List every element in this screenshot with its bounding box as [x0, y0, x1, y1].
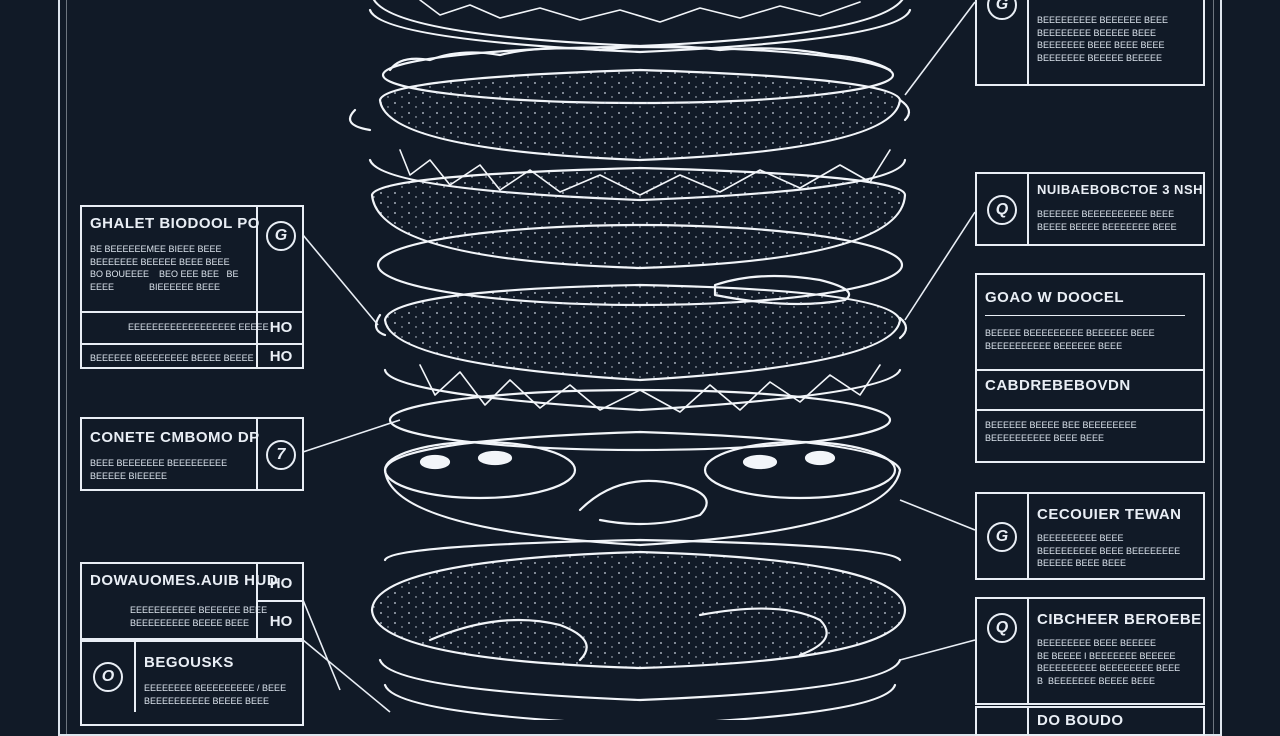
callout-body: BEEEEEE BEEEE BEE BEEEEEEEE BEEEEEEEEEE …: [985, 420, 1137, 443]
bun-layer-1: [348, 68, 911, 162]
callout-row-label: BEEEEEE BEEEEEEEE BEEEE BEEEE: [90, 353, 254, 363]
step-number-icon: G: [987, 522, 1017, 552]
callout-row-value: HO: [256, 343, 304, 369]
callout-body: BEEEEEE BEEEEEEEEEE BEEE BEEEE BEEEE BEE…: [1037, 209, 1177, 232]
title-underline: [985, 315, 1185, 316]
step-number-icon: G: [987, 0, 1017, 20]
callout-title: GOAO W DOOCEL: [985, 289, 1124, 306]
callout-body: EEEEEEEEEEE BEEEEEE BEEE BEEEEEEEEE BEEE…: [130, 605, 268, 628]
callout-row-divider: [977, 409, 1203, 411]
callout-value-cell: HO: [256, 602, 304, 640]
callout-body: BEEE BEEEEEEE BEEEEEEEEE BEEEEE BIEEEEE: [90, 458, 228, 481]
callout-box-right-2: Q NUIBAEBOBCTOE 3 NSH BEEEEEE BEEEEEEEEE…: [975, 172, 1205, 246]
callout-badge-cell: 7: [256, 419, 304, 491]
callout-badge-cell: Q: [977, 174, 1029, 246]
callout-body: BEEEEEEEEE BEEEEEE BEEE BEEEEEEEE BEEEEE…: [1037, 15, 1169, 63]
callout-row-divider: [82, 343, 302, 345]
callout-title: CONETE CMBOMO DP: [90, 429, 260, 446]
patty-layer-1: [370, 166, 907, 270]
callout-box-right-4: G CECOUIER TEWAN BEEEEEEEEE BEEE BEEEEEE…: [975, 492, 1205, 580]
leader-lines: [302, 1, 976, 713]
callout-badge-cell: Q: [977, 599, 1029, 705]
callout-title: DO BOUDO: [1037, 712, 1124, 729]
callout-badge-cell: G: [256, 207, 304, 311]
callout-title: CIBCHEER BEROEBE: [1037, 611, 1202, 628]
callout-row-divider: [82, 311, 302, 313]
callout-row-value: HO: [256, 311, 304, 343]
callout-box-right-1: G BEEEEEEEEE BEEEEEE BEEE BEEEEEEEE BEEE…: [975, 0, 1205, 86]
callout-box-left-3: DOWAUOMES.AUIB HUD HO EEEEEEEEEEE BEEEEE…: [80, 562, 304, 640]
callout-badge-cell: G: [977, 494, 1029, 580]
callout-box-left-1: GHALET BIODOOL PO G BE BEEEEEEMEE BIEEE …: [80, 205, 304, 369]
step-number-icon: O: [93, 662, 123, 692]
callout-badge-cell: [977, 708, 1029, 736]
callout-box-right-3: GOAO W DOOCEL BEEEEE BEEEEEEEEE BEEEEEE …: [975, 273, 1205, 463]
callout-title: DOWAUOMES.AUIB HUD: [90, 572, 279, 589]
callout-badge-cell: G: [977, 0, 1029, 86]
callout-title: CECOUIER TEWAN: [1037, 506, 1182, 523]
step-number-icon: G: [266, 221, 296, 251]
callout-row-divider: [977, 369, 1203, 371]
callout-row-label: EEEEEEEEEEEEEEEEEE EEEEE: [128, 322, 269, 332]
exploded-burger-illustration: [302, 0, 976, 720]
callout-title: BEGOUSKS: [144, 654, 234, 671]
callout-value-cell: HO: [256, 564, 304, 602]
callout-box-left-2: CONETE CMBOMO DP BEEE BEEEEEEE BEEEEEEEE…: [80, 417, 304, 491]
callout-box-left-4: O BEGOUSKS EEEEEEEE BEEEEEEEEE / BEEE BE…: [80, 640, 304, 726]
lettuce-layer-3: [383, 364, 902, 452]
patty-layer-2: [374, 283, 908, 382]
callout-body: EEEEEEEE BEEEEEEEEE / BEEE BEEEEEEEEEE B…: [144, 683, 287, 706]
step-number-icon: 7: [266, 440, 296, 470]
callout-row-divider: [256, 600, 302, 602]
callout-body: BE BEEEEEEMEE BIEEE BEEE BEEEEEEE BEEEEE…: [90, 244, 239, 292]
tomato-layer: [383, 430, 902, 547]
step-number-icon: Q: [987, 195, 1017, 225]
callout-title: GHALET BIODOOL PO: [90, 215, 260, 232]
callout-body: BEEEEE BEEEEEEEEE BEEEEEE BEEE BEEEEEEEE…: [985, 328, 1155, 351]
callout-body: BEEEEEEEEE BEEE BEEEEEEEEE BEEE BEEEEEEE…: [1037, 533, 1181, 568]
bottom-bun: [370, 538, 907, 720]
callout-title: NUIBAEBOBCTOE 3 NSH: [1037, 182, 1204, 197]
callout-badge-cell: O: [82, 642, 136, 712]
callout-subtitle: CABDREBEBOVDN: [985, 377, 1131, 394]
callout-body: BEEEEEEEE BEEE BEEEEE BE BEEEE I BEEEEEE…: [1037, 638, 1181, 686]
callout-box-right-5: Q CIBCHEER BEROEBE BEEEEEEEE BEEE BEEEEE…: [975, 597, 1205, 705]
step-number-icon: Q: [987, 613, 1017, 643]
callout-box-right-6: DO BOUDO: [975, 706, 1205, 736]
top-bun: [368, 0, 912, 54]
